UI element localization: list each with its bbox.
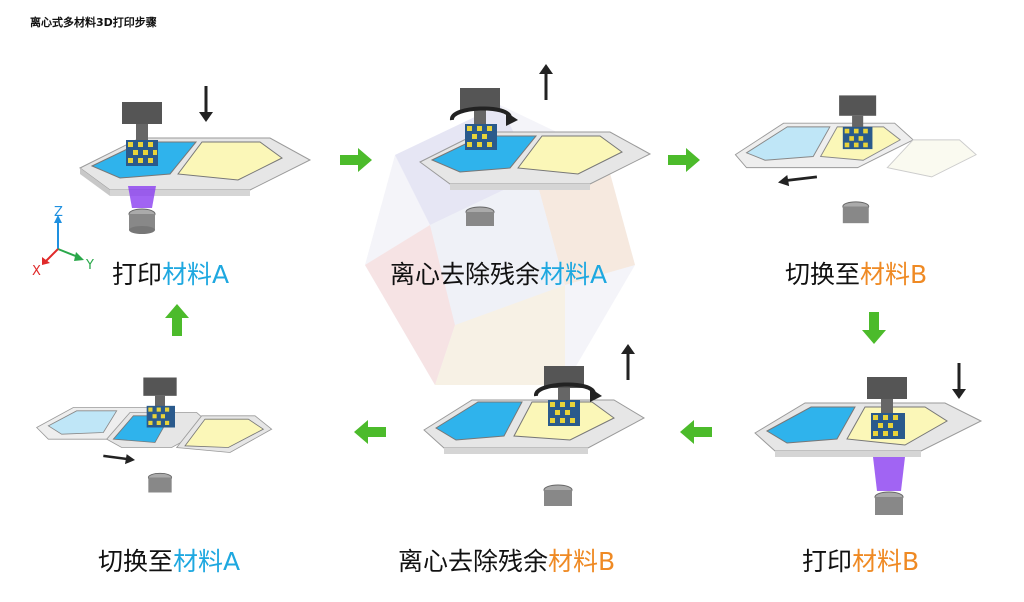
flow-arrow-right-1 <box>340 148 372 172</box>
axis-x-label: X <box>32 264 41 275</box>
step-caption-print-b: 打印材料B <box>802 542 919 578</box>
axes-icon: Z Y X <box>32 205 94 275</box>
step-material: 材料B <box>852 547 920 576</box>
step-switch-a-illustration <box>35 377 273 493</box>
step-prefix: 打印 <box>112 260 163 289</box>
step-caption-switch-b: 切换至材料B <box>785 255 927 291</box>
flow-arrow-up <box>165 304 189 336</box>
step-caption-spin-a: 离心去除残余材料A <box>390 255 607 291</box>
axis-y-label: Y <box>85 258 94 273</box>
step-material: 材料A <box>173 547 241 576</box>
axis-z-label: Z <box>54 205 63 220</box>
step-print-a-illustration <box>79 86 312 234</box>
step-print-b-illustration <box>754 363 983 515</box>
step-caption-print-a: 打印材料A <box>112 255 229 291</box>
step-material: 材料A <box>540 260 608 289</box>
step-material: 材料A <box>162 260 230 289</box>
step-material: 材料B <box>548 547 616 576</box>
step-prefix: 打印 <box>802 547 853 576</box>
step-spin-a-illustration <box>419 64 652 226</box>
step-material: 材料B <box>860 260 928 289</box>
step-prefix: 切换至 <box>98 547 174 576</box>
flow-arrow-left-1 <box>680 420 712 444</box>
step-switch-b-illustration <box>734 95 977 224</box>
flow-arrow-right-2 <box>668 148 700 172</box>
step-caption-spin-b: 离心去除残余材料B <box>398 542 615 578</box>
step-caption-switch-a: 切换至材料A <box>98 542 240 578</box>
page-title: 离心式多材料3D打印步骤 <box>30 16 157 29</box>
step-spin-b-illustration <box>423 344 646 506</box>
step-prefix: 切换至 <box>785 260 861 289</box>
step-prefix: 离心去除残余 <box>398 547 549 576</box>
flow-arrow-down <box>862 312 886 344</box>
step-prefix: 离心去除残余 <box>390 260 541 289</box>
flow-arrow-left-2 <box>354 420 386 444</box>
